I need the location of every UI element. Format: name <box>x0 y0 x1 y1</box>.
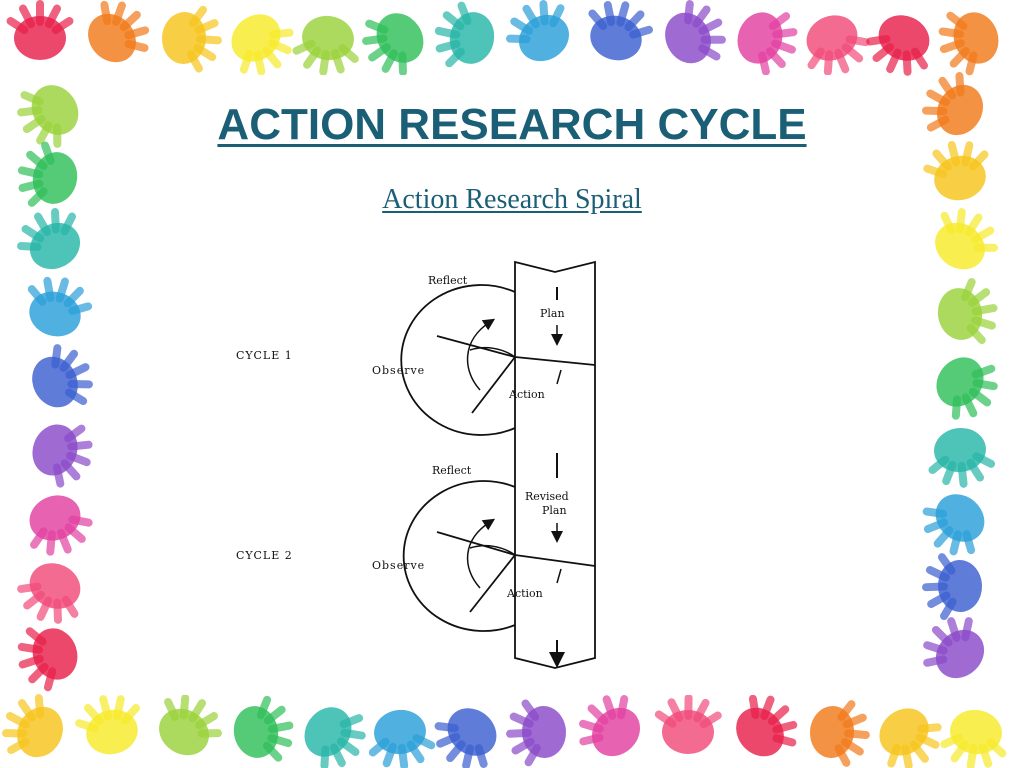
cycle-2-curved-arrow <box>466 518 496 589</box>
handprint <box>806 15 870 76</box>
handprint <box>304 707 366 768</box>
handprint <box>17 141 78 207</box>
cycle-2-divider-down <box>469 554 516 613</box>
cycle-2-action-label: Action <box>506 587 543 600</box>
handprint <box>6 0 74 60</box>
handprint <box>368 709 436 768</box>
handprint <box>928 427 996 488</box>
cycle-1-label: CYCLE 1 <box>236 349 293 362</box>
handprint <box>2 694 63 758</box>
cycle-2-label: CYCLE 2 <box>236 549 293 562</box>
handprint <box>27 276 93 337</box>
handprint <box>736 694 798 757</box>
cycle-2-action-tick <box>556 568 562 584</box>
handprint <box>866 15 930 76</box>
handprint <box>940 709 1007 768</box>
cycle-1-reflect-label: Reflect <box>428 274 468 287</box>
handprint <box>434 708 497 768</box>
handprint <box>588 1 653 61</box>
handprint <box>292 15 359 76</box>
handprint <box>654 694 722 755</box>
page-subtitle: Action Research Spiral <box>382 184 642 215</box>
handprint <box>923 617 985 679</box>
handprint <box>17 563 81 624</box>
cycle-1-observe-label: Observe <box>372 364 425 377</box>
handprint <box>922 494 985 556</box>
handprint <box>506 699 567 767</box>
cycle-1-action-label: Action <box>508 388 545 401</box>
handprint <box>16 207 81 270</box>
handprint <box>434 1 495 68</box>
handprint <box>809 700 870 767</box>
cycle-1-plan-label: Plan <box>540 307 565 320</box>
handprint <box>159 694 222 756</box>
spiral-band <box>514 260 596 669</box>
handprint <box>75 695 141 755</box>
cycle-1-inner-arc <box>469 346 516 358</box>
handprint <box>231 14 294 76</box>
cycle-2-outer-arc <box>402 480 516 632</box>
action-research-spiral-diagram: Reflect Plan Observe Action CYCLE 1 Refl… <box>236 260 596 669</box>
cycle-2-divider-left <box>436 531 516 556</box>
cycle-2-inner-arc <box>469 544 516 556</box>
page-title: ACTION RESEARCH CYCLE <box>217 100 807 149</box>
cycle-2-plan-label-line2: Plan <box>542 504 567 517</box>
handprint <box>17 85 79 148</box>
handprint <box>17 627 78 692</box>
cycle-2-divider-right <box>514 554 596 567</box>
handprint <box>879 708 942 768</box>
cycle-2-observe-label: Observe <box>372 559 425 572</box>
handprint <box>937 278 998 345</box>
cycle-1-outer-arc <box>400 284 516 436</box>
handprint <box>362 13 424 76</box>
cycle-1-divider-left <box>436 335 516 358</box>
handprint <box>935 208 998 270</box>
handprint <box>923 141 989 201</box>
handprint <box>29 495 93 556</box>
handprint <box>938 11 999 76</box>
cycle-1-curved-arrow <box>466 318 496 391</box>
handprint <box>936 357 998 420</box>
cycle-1: Reflect Plan Observe Action CYCLE 1 <box>236 274 596 436</box>
handprint <box>161 5 222 73</box>
handprint <box>737 12 798 76</box>
cycle-1-action-tick <box>556 369 562 385</box>
handprint <box>922 553 983 621</box>
handprint <box>506 0 570 62</box>
cycle-1-divider-right <box>514 356 596 366</box>
content-panel <box>128 75 884 695</box>
handprint <box>88 0 150 63</box>
handprint <box>579 695 641 757</box>
handprint <box>233 695 294 762</box>
cycle-2-plan-label-line1: Revised <box>525 490 569 503</box>
handprint <box>32 344 93 408</box>
cycle-2-reflect-label: Reflect <box>432 464 472 477</box>
handprint <box>665 0 726 64</box>
handprint <box>922 72 984 136</box>
cycle-2: Reflect Revised Plan Observe Action CYCL… <box>236 453 596 668</box>
handprint <box>32 424 93 488</box>
cycle-1-divider-down <box>471 356 516 414</box>
